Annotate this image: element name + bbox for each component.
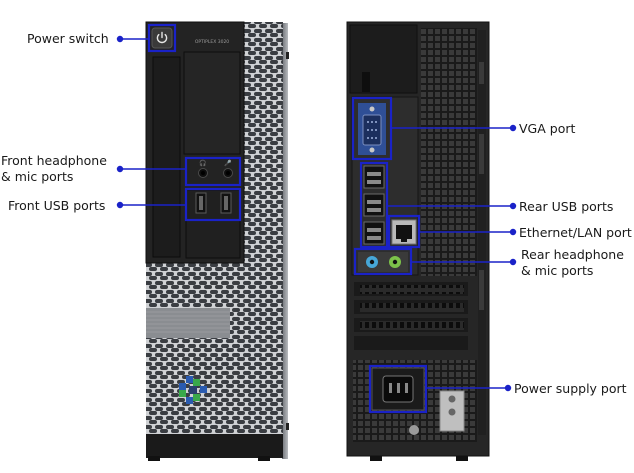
label-vga: VGA port	[519, 121, 576, 136]
callout-lines	[116, 35, 517, 392]
highlight-front-audio	[184, 156, 242, 187]
highlight-power-supply	[368, 364, 428, 414]
power-icon	[156, 31, 168, 44]
logo-icon	[179, 376, 207, 404]
label-front-usb: Front USB ports	[8, 198, 106, 213]
label-rear-audio-line2: & mic ports	[521, 263, 594, 278]
front-nameplate	[146, 308, 230, 338]
label-power-supply: Power supply port	[514, 381, 627, 396]
highlight-power-switch	[147, 23, 177, 53]
svg-text:🎧: 🎧	[199, 159, 206, 167]
power-supply-socket	[371, 367, 425, 411]
ethernet-port	[391, 219, 417, 245]
label-power-switch: Power switch	[27, 31, 109, 46]
front-side-strip	[282, 23, 288, 459]
label-rear-usb: Rear USB ports	[519, 199, 614, 214]
label-ethernet: Ethernet/LAN port	[519, 225, 632, 240]
label-front-audio-line2: & mic ports	[1, 169, 74, 184]
expansion-slots	[354, 282, 468, 350]
highlight-rear-usb	[359, 161, 389, 249]
svg-text:🎤: 🎤	[224, 159, 232, 167]
optical-drive-bay	[152, 56, 181, 258]
front-base	[146, 434, 283, 458]
front-usb-ports	[195, 192, 232, 214]
front-case: OPTIPLEX 3020 🎧 🎤	[145, 21, 289, 461]
front-audio-jacks: 🎧 🎤	[198, 159, 233, 178]
label-rear-audio-line1: Rear headphone	[521, 247, 624, 262]
rear-vent-top	[421, 28, 477, 276]
model-label: OPTIPLEX 3020	[195, 39, 229, 45]
label-front-audio-line1: Front headphone	[1, 153, 107, 168]
rear-audio-jacks	[358, 252, 408, 272]
rear-usb-ports	[363, 165, 385, 245]
